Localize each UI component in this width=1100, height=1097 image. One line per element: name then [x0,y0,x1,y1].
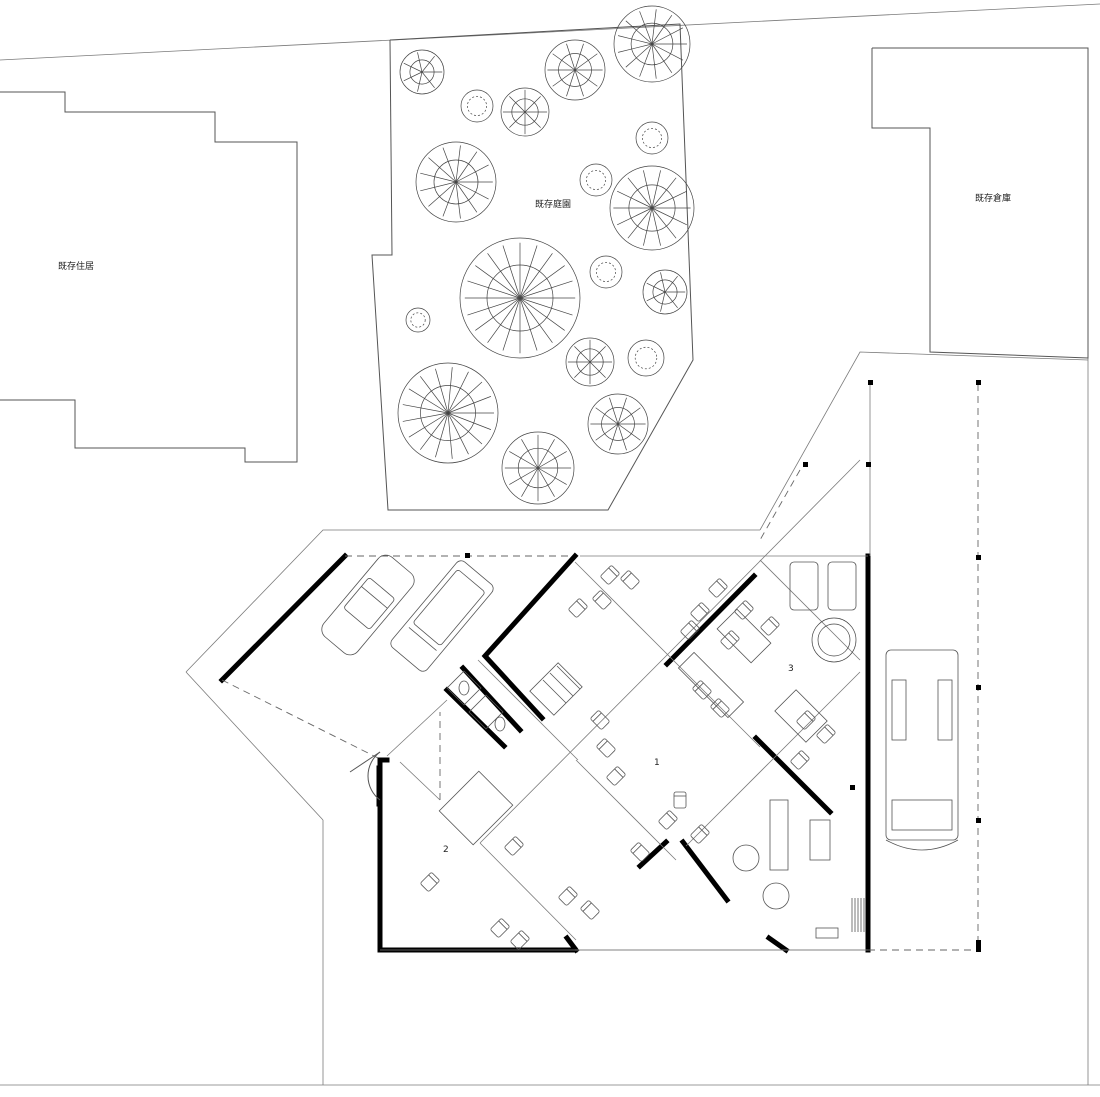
building-walls [376,552,871,954]
room-number-2: 2 [443,845,449,855]
chair [580,900,600,920]
chair [658,810,678,830]
tree [459,237,581,359]
chair [590,710,610,730]
tree [579,163,613,197]
chair [490,918,510,938]
chair [510,930,530,950]
chair [592,590,612,610]
room-number-1: 1 [654,758,660,768]
tree [500,87,550,137]
chair [606,766,626,786]
tree [587,393,649,455]
chair [690,602,710,622]
existing-garden-label: 既存庭園 [535,198,571,210]
chair [796,710,816,730]
tree [460,89,494,123]
chair [620,570,640,590]
parked-cars [321,554,494,672]
existing-storehouse-label: 既存倉庫 [975,192,1011,204]
site-boundary [0,3,1100,1086]
room-3-furniture [677,561,865,939]
room-3-tree [811,617,857,663]
chair [600,565,620,585]
chair [734,600,754,620]
chair [692,680,712,700]
chair [558,886,578,906]
tree [397,362,499,464]
wooden-slats [851,898,865,932]
tree [501,431,575,505]
parked-van [885,649,959,851]
chair [568,598,588,618]
tree [405,307,431,333]
chair [680,620,700,640]
tree [544,39,606,101]
chair [630,842,650,862]
chair [790,750,810,770]
entrance-door [349,751,381,801]
tree [642,269,688,315]
east-canopy [465,351,1089,952]
existing-garden-outline: 既存庭園 [371,23,694,511]
chair [420,872,440,892]
staircase [529,662,583,716]
existing-house-label: 既存住居 [58,260,94,272]
tree [565,337,615,387]
tree [609,165,695,251]
chair [690,824,710,844]
tree [635,121,669,155]
tree [613,5,691,83]
chair [816,724,836,744]
chair [673,791,687,809]
tree [627,339,665,377]
toilet-area [438,670,514,846]
chair [720,630,740,650]
tree [415,141,497,223]
existing-storehouse-outline: 既存倉庫 [871,47,1089,359]
garden-trees [397,5,695,505]
chair [710,698,730,718]
room-number-3: 3 [788,664,794,674]
chair [760,616,780,636]
tree [399,49,445,95]
existing-house-outline: 既存住居 [0,91,298,463]
chair [596,738,616,758]
chair [504,836,524,856]
chair [708,578,728,598]
interior-grid [386,459,861,941]
chairs [420,565,836,950]
tree [589,255,623,289]
